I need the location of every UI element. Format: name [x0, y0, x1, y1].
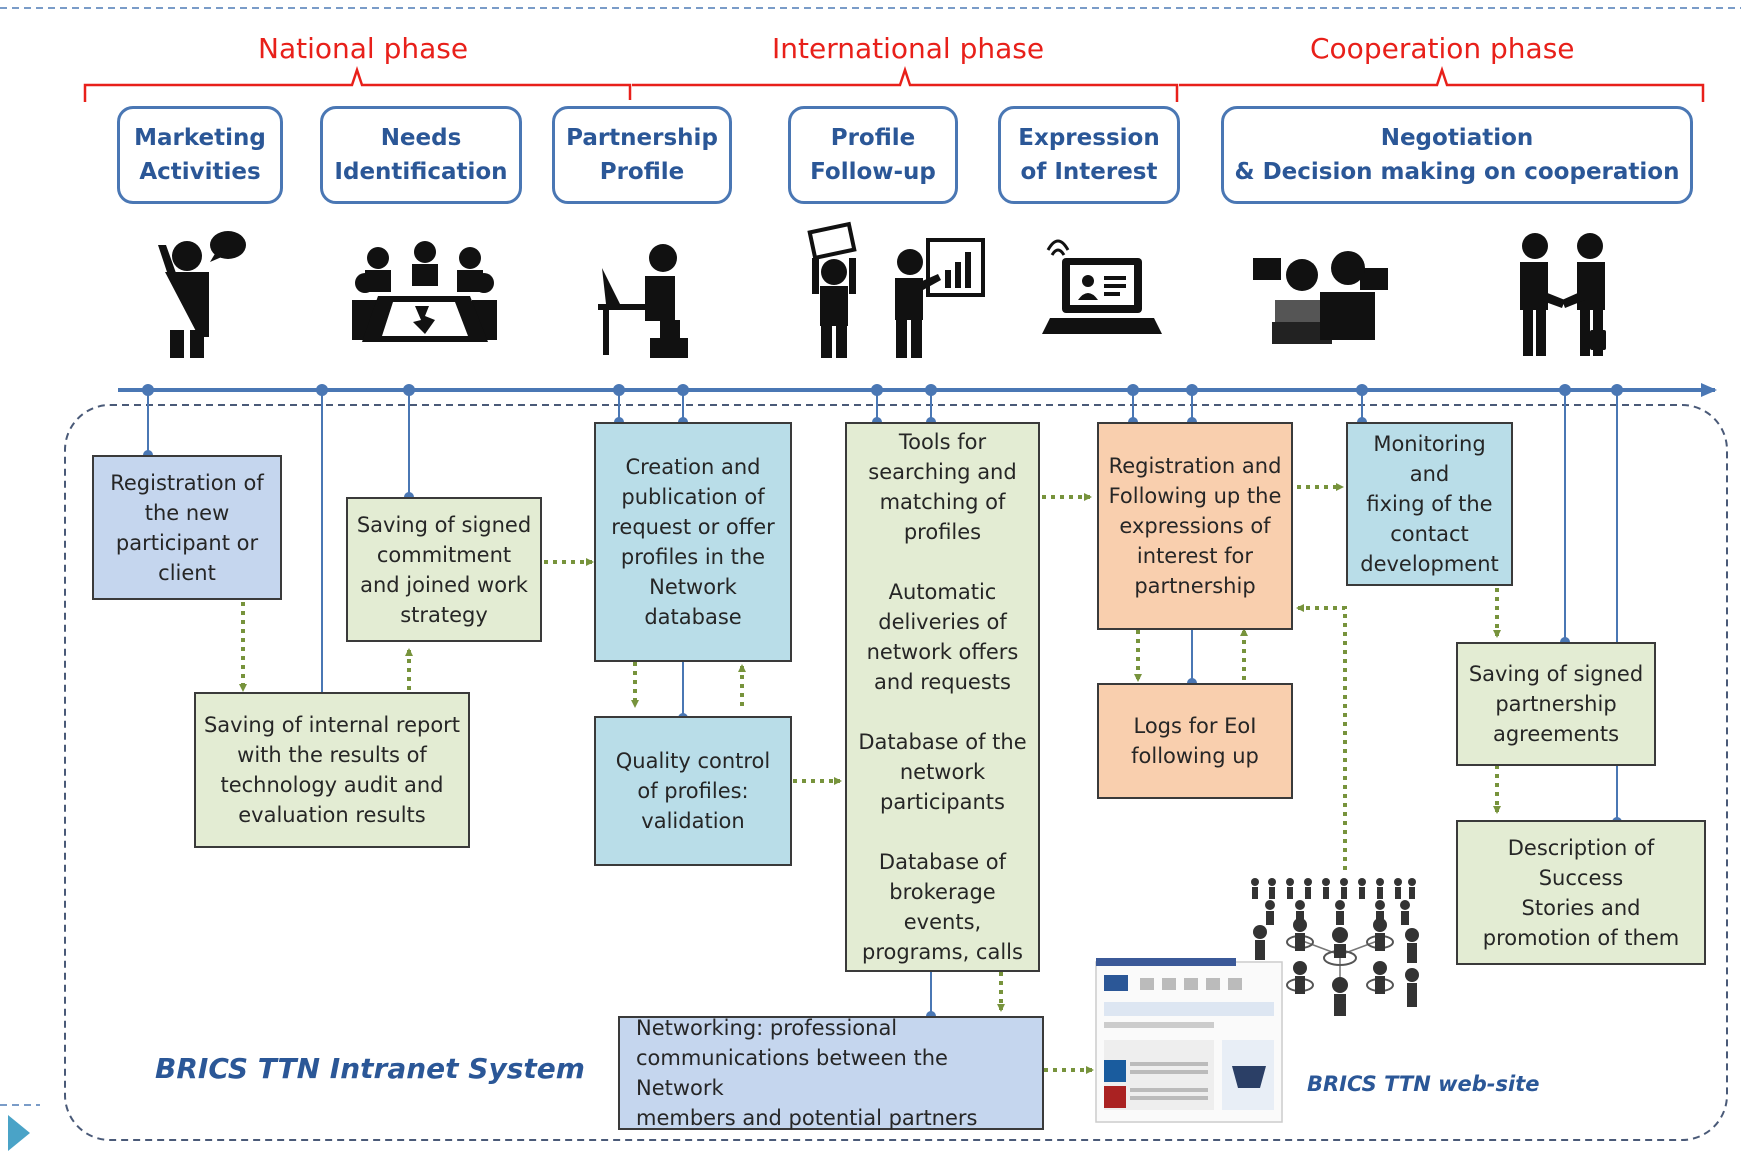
node-text: Registration and Following up the expres…: [1108, 454, 1282, 598]
node-text: Networking: professional communications …: [636, 1016, 978, 1130]
intranet-container: [64, 404, 1728, 1141]
presenter-chart-icon: [895, 238, 985, 358]
node-partnership-agreements: Saving of signed partnership agreements: [1456, 642, 1656, 766]
handshake-icon: [1520, 233, 1606, 356]
node-monitoring: Monitoring and fixing of the contact dev…: [1346, 422, 1513, 586]
sign-holder-icon: [807, 221, 857, 358]
node-text: Registration of the new participant or c…: [110, 470, 264, 585]
meeting-table-icon: [352, 241, 497, 342]
stage-label: Profile Follow-up: [810, 125, 936, 185]
stage-expression-of-interest: Expression of Interest: [998, 106, 1180, 204]
node-eoi-registration: Registration and Following up the expres…: [1097, 422, 1293, 630]
slide-pointer-icon: [8, 1115, 30, 1151]
intranet-system-label: BRICS TTN Intranet System: [155, 1052, 585, 1085]
node-text: Saving of internal report with the resul…: [203, 713, 461, 827]
node-text: Creation and publication of request or o…: [611, 455, 775, 629]
node-signed-commitment: Saving of signed commitment and joined w…: [346, 497, 542, 642]
bracket-international: [632, 66, 1179, 102]
stage-label: Marketing Activities: [134, 125, 266, 185]
phase-international-label: International phase: [772, 32, 1045, 65]
website-label: BRICS TTN web-site: [1307, 1072, 1540, 1096]
bracket-cooperation: [1179, 66, 1705, 102]
node-internal-report: Saving of internal report with the resul…: [194, 692, 470, 848]
node-networking: Networking: professional communications …: [618, 1016, 1044, 1130]
node-text: Saving of signed partnership agreements: [1468, 662, 1644, 746]
node-registration-participant: Registration of the new participant or c…: [92, 455, 282, 600]
video-call-icon: [1042, 239, 1162, 334]
node-text: Saving of signed commitment and joined w…: [356, 512, 532, 627]
stage-label: Expression of Interest: [1018, 125, 1160, 185]
pictograms: [158, 221, 1606, 358]
stage-label: Partnership Profile: [566, 125, 718, 185]
stage-marketing-activities: Marketing Activities: [117, 106, 283, 204]
node-success-stories: Description of Success Stories and promo…: [1456, 820, 1706, 965]
node-text: Tools for searching and matching of prof…: [858, 430, 1027, 964]
node-quality-control: Quality control of profiles: validation: [594, 716, 792, 866]
phase-national-label: National phase: [258, 32, 469, 65]
node-text: Monitoring and fixing of the contact dev…: [1360, 432, 1499, 576]
stage-partnership-profile: Partnership Profile: [552, 106, 732, 204]
video-conference-icon: [1253, 251, 1388, 344]
node-text: Logs for EoI following up: [1131, 714, 1259, 768]
bracket-national: [83, 66, 632, 102]
stage-negotiation: Negotiation & Decision making on coopera…: [1221, 106, 1693, 204]
phase-cooperation-label: Cooperation phase: [1310, 32, 1575, 65]
stage-profile-follow-up: Profile Follow-up: [788, 106, 958, 204]
stage-label: Negotiation & Decision making on coopera…: [1234, 125, 1680, 185]
node-profile-creation: Creation and publication of request or o…: [594, 422, 792, 662]
speaker-person-icon: [158, 231, 246, 358]
node-text: Description of Success Stories and promo…: [1482, 835, 1680, 950]
node-eoi-logs: Logs for EoI following up: [1097, 683, 1293, 799]
stage-needs-identification: Needs Identification: [320, 106, 522, 204]
stage-label: Needs Identification: [334, 125, 508, 185]
node-tools: Tools for searching and matching of prof…: [845, 422, 1040, 972]
node-text: Quality control of profiles: validation: [615, 749, 771, 833]
laptop-worker-icon: [598, 244, 688, 358]
